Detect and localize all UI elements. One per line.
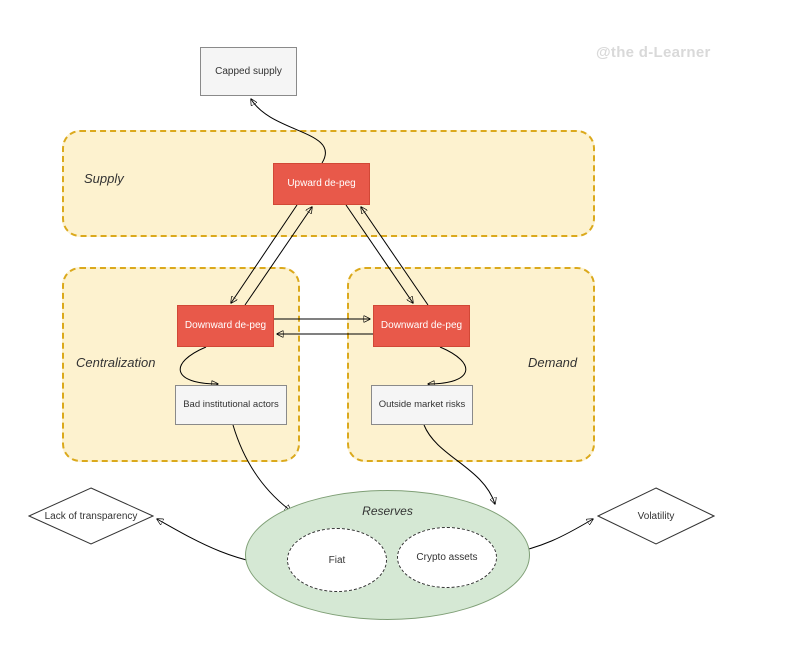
- node-lack-of-transparency: Lack of transparency: [28, 487, 154, 545]
- region-demand-label: Demand: [528, 355, 578, 370]
- node-downward-depeg-centralization: Downward de-peg: [177, 305, 274, 347]
- node-bad-institutional-actors: Bad institutional actors: [175, 385, 287, 425]
- node-capped-supply: Capped supply: [200, 47, 297, 96]
- node-lack-of-transparency-label: Lack of transparency: [44, 510, 138, 522]
- node-reserves-label: Reserves: [362, 504, 413, 518]
- node-fiat: Fiat: [287, 528, 387, 592]
- node-crypto-assets-label: Crypto assets: [416, 552, 478, 563]
- node-volatility-label: Volatility: [637, 510, 675, 522]
- diamond-shape: [597, 487, 715, 545]
- watermark-text: @the d-Learner: [596, 44, 711, 61]
- node-capped-supply-label: Capped supply: [215, 65, 282, 77]
- node-crypto-assets: Crypto assets: [397, 527, 497, 588]
- node-fiat-label: Fiat: [328, 554, 346, 566]
- region-centralization-label: Centralization: [76, 355, 156, 370]
- region-supply-label: Supply: [84, 171, 124, 186]
- node-upward-depeg-label: Upward de-peg: [287, 178, 356, 189]
- node-outside-market-risks: Outside market risks: [371, 385, 473, 425]
- node-volatility: Volatility: [597, 487, 715, 545]
- diamond-shape: [28, 487, 154, 545]
- node-bad-institutional-actors-label: Bad institutional actors: [183, 399, 279, 411]
- node-downward-depeg-demand: Downward de-peg: [373, 305, 470, 347]
- node-outside-market-risks-label: Outside market risks: [378, 399, 466, 411]
- node-downward-depeg-centralization-label: Downward de-peg: [184, 320, 267, 331]
- node-downward-depeg-demand-label: Downward de-peg: [380, 320, 463, 331]
- node-upward-depeg: Upward de-peg: [273, 163, 370, 205]
